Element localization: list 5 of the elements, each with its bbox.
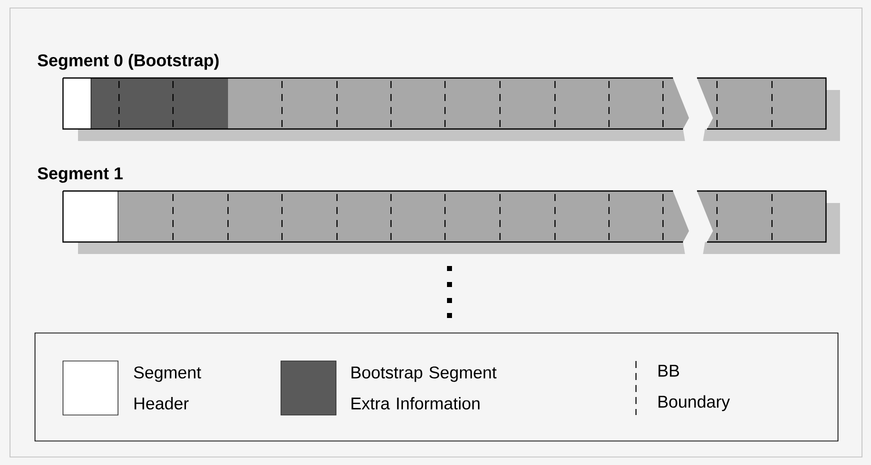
segment-title: Segment 1: [38, 167, 123, 183]
legend-text: Bootstrap Segment Extra Information: [352, 366, 497, 410]
legend-text: BB Boundary: [658, 364, 730, 412]
legend-text: Segment Header: [134, 366, 202, 410]
segment-title: Segment 0 (Bootstrap): [38, 54, 219, 70]
